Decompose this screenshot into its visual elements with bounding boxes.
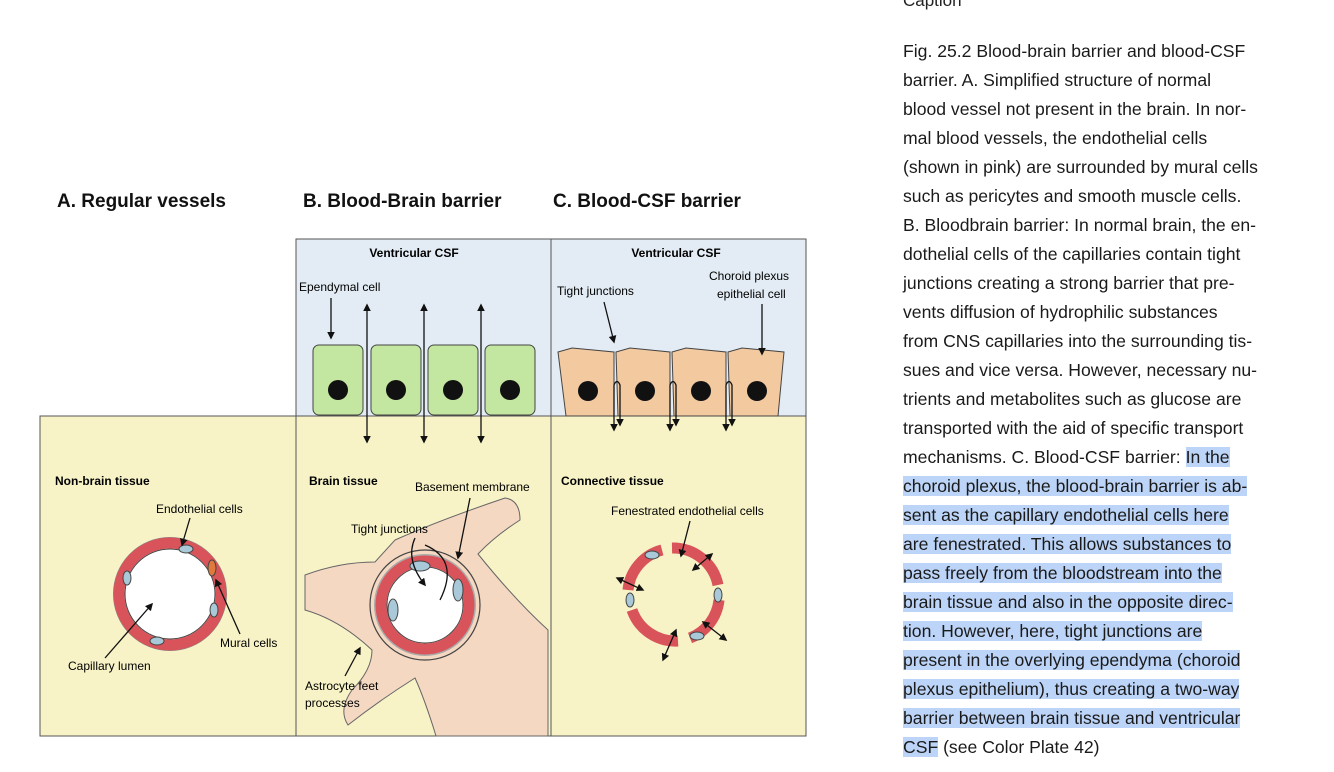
basement-membrane-label: Basement membrane	[415, 480, 530, 494]
caption-line: barrier. A. Simplified structure of norm…	[903, 66, 1323, 95]
caption-text: such as pericytes and smooth muscle cell…	[903, 186, 1242, 206]
caption-text: trients and metabolites such as glucose …	[903, 389, 1242, 409]
caption-line: present in the overlying ependyma (choro…	[903, 646, 1323, 675]
mural-arrow	[214, 578, 241, 635]
caption-line: mal blood vessels, the endothelial cells	[903, 124, 1323, 153]
bbb-vessel	[369, 549, 481, 661]
capillary-lumen-label: Capillary lumen	[68, 659, 151, 673]
caption-highlight: choroid plexus, the blood-brain barrier …	[903, 476, 1248, 496]
caption-heading: Caption	[903, 0, 962, 10]
caption-text: vents diffusion of hydrophilic substance…	[903, 302, 1218, 322]
caption-text: (see Color Plate 42)	[938, 737, 1100, 757]
choroid-epithelial-cells	[557, 347, 785, 417]
bbb-figure: A. Regular vessels B. Blood-Brain barrie…	[39, 191, 807, 737]
ependymal-cell-label: Ependymal cell	[299, 280, 380, 294]
panel-title-c: C. Blood-CSF barrier	[553, 191, 742, 212]
caption-text: B. Bloodbrain barrier: In normal brain, …	[903, 215, 1257, 235]
caption-line: from CNS capillaries into the surroundin…	[903, 327, 1323, 356]
caption-highlight: are fenestrated. This allows substances …	[903, 534, 1232, 554]
caption-highlight: plexus epithelium), thus creating a two-…	[903, 679, 1240, 699]
tight-junctions-top-arrow	[603, 301, 617, 344]
caption-line: plexus epithelium), thus creating a two-…	[903, 675, 1323, 704]
tight-junctions-mid-arrow	[411, 537, 426, 587]
caption-text: mechanisms. C. Blood-CSF barrier:	[903, 447, 1186, 467]
astrocyte-label-line2: processes	[305, 696, 360, 710]
caption-text: dothelial cells of the capillaries conta…	[903, 244, 1241, 264]
tight-junctions-mid-label: Tight junctions	[351, 522, 428, 536]
caption-highlight: brain tissue and also in the opposite di…	[903, 592, 1233, 612]
caption-text: blood vessel not present in the brain. I…	[903, 99, 1247, 119]
caption-line: CSF (see Color Plate 42)	[903, 733, 1323, 762]
caption-line: tion. However, here, tight junctions are	[903, 617, 1323, 646]
brain-tissue-label: Brain tissue	[309, 474, 378, 488]
caption-highlight: In the	[1185, 447, 1230, 467]
caption-text: junctions creating a strong barrier that…	[903, 273, 1235, 293]
tissue-region-c	[550, 415, 807, 737]
panel-title-a: A. Regular vessels	[57, 191, 226, 212]
fenestrated-arrow	[678, 520, 691, 558]
caption-text: sues and vice versa. However, necessary …	[903, 360, 1257, 380]
caption-highlight: tion. However, here, tight junctions are	[903, 621, 1203, 641]
astrocyte-arrow	[344, 646, 361, 677]
choroid-label-line1: Choroid plexus	[709, 269, 789, 283]
caption-line: sues and vice versa. However, necessary …	[903, 356, 1323, 385]
caption-highlight: barrier between brain tissue and ventric…	[903, 708, 1241, 728]
caption-line: choroid plexus, the blood-brain barrier …	[903, 472, 1323, 501]
caption-line: dothelial cells of the capillaries conta…	[903, 240, 1323, 269]
caption-line: such as pericytes and smooth muscle cell…	[903, 182, 1323, 211]
caption-line: blood vessel not present in the brain. I…	[903, 95, 1323, 124]
caption-text: from CNS capillaries into the surroundin…	[903, 331, 1253, 351]
tight-junctions-top-label: Tight junctions	[557, 284, 634, 298]
caption-line: barrier between brain tissue and ventric…	[903, 704, 1323, 733]
caption-highlight: sent as the capillary endothelial cells …	[903, 505, 1229, 525]
caption-highlight: present in the overlying ependyma (choro…	[903, 650, 1241, 670]
caption-line: are fenestrated. This allows substances …	[903, 530, 1323, 559]
caption-line: mechanisms. C. Blood-CSF barrier: In the	[903, 443, 1323, 472]
caption-text: barrier. A. Simplified structure of norm…	[903, 70, 1212, 90]
non-brain-tissue-label: Non-brain tissue	[55, 474, 150, 488]
endothelial-arrow	[180, 517, 191, 547]
caption-text: (shown in pink) are surrounded by mural …	[903, 157, 1258, 177]
fenestrated-label: Fenestrated endothelial cells	[611, 504, 764, 518]
caption-text: mal blood vessels, the endothelial cells	[903, 128, 1208, 148]
caption-line: (shown in pink) are surrounded by mural …	[903, 153, 1323, 182]
caption-text: Fig. 25.2 Blood-brain barrier and blood-…	[903, 41, 1246, 61]
blocked-arrows-c	[610, 380, 736, 432]
fenestration-arrows	[615, 552, 728, 662]
caption-highlight: pass freely from the bloodstream into th…	[903, 563, 1222, 583]
caption-line: sent as the capillary endothelial cells …	[903, 501, 1323, 530]
choroid-label-line2: epithelial cell	[717, 287, 786, 301]
bidirectional-arrows-b	[363, 303, 485, 444]
regular-vessel	[113, 537, 227, 651]
figure-caption[interactable]: Fig. 25.2 Blood-brain barrier and blood-…	[903, 37, 1323, 762]
caption-highlight: CSF	[903, 737, 939, 757]
connective-tissue-label: Connective tissue	[561, 474, 664, 488]
capillary-lumen-arrow	[104, 602, 154, 659]
panel-title-b: B. Blood-Brain barrier	[303, 191, 502, 212]
astrocyte-label-line1: Astrocyte feet	[305, 679, 379, 693]
caption-line: trients and metabolites such as glucose …	[903, 385, 1323, 414]
caption-line: B. Bloodbrain barrier: In normal brain, …	[903, 211, 1323, 240]
mural-cells-label: Mural cells	[220, 636, 277, 650]
tight-junctions-mid-curl	[424, 544, 448, 601]
caption-line: junctions creating a strong barrier that…	[903, 269, 1323, 298]
caption-text: transported with the aid of specific tra…	[903, 418, 1244, 438]
caption-line: Fig. 25.2 Blood-brain barrier and blood-…	[903, 37, 1323, 66]
ependymal-cells	[312, 344, 536, 416]
ventricular-csf-label-b: Ventricular CSF	[369, 246, 458, 260]
basement-membrane-arrow	[455, 497, 471, 560]
endothelial-cells-label: Endothelial cells	[156, 502, 243, 516]
caption-line: vents diffusion of hydrophilic substance…	[903, 298, 1323, 327]
caption-line: transported with the aid of specific tra…	[903, 414, 1323, 443]
ventricular-csf-label-c: Ventricular CSF	[631, 246, 720, 260]
caption-line: pass freely from the bloodstream into th…	[903, 559, 1323, 588]
caption-line: brain tissue and also in the opposite di…	[903, 588, 1323, 617]
